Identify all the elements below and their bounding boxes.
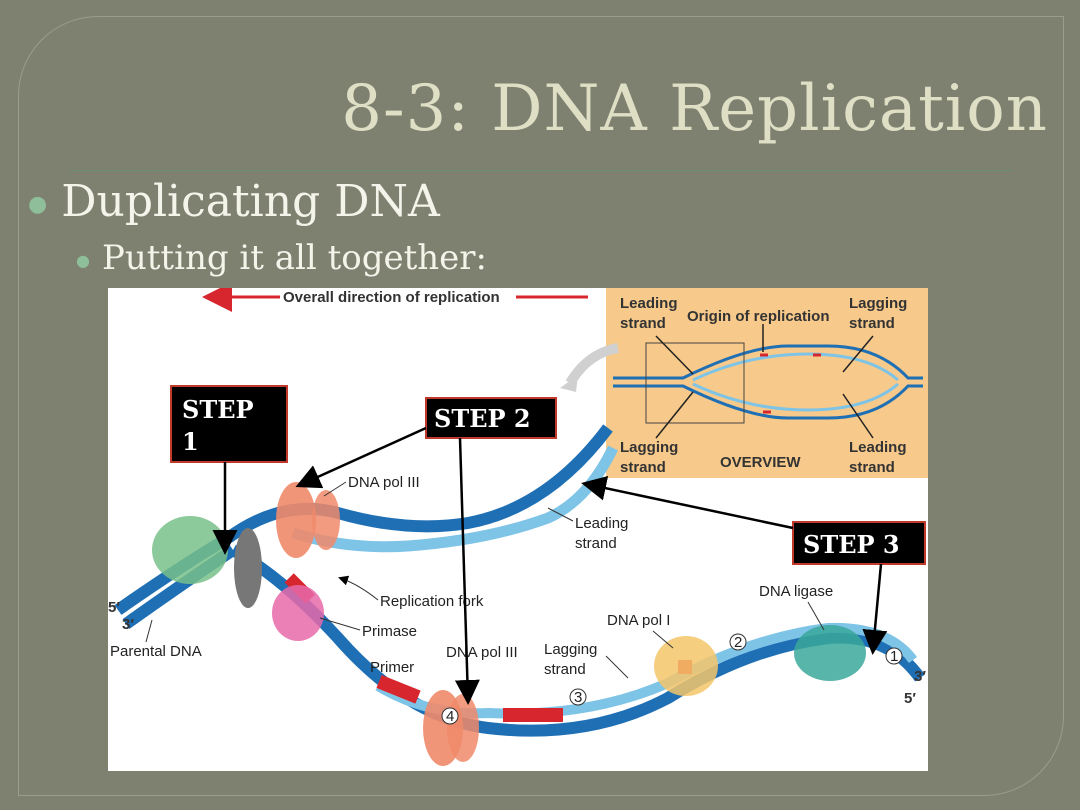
step-1-box	[170, 385, 288, 463]
label-5-prime-left: 5′	[108, 599, 120, 616]
overview-panel: Leading strand Origin of replication Lag…	[560, 288, 928, 478]
label-3-prime-right: 3′	[914, 668, 926, 685]
direction-label: Overall direction of replication	[283, 289, 500, 306]
label-lagging-strand-1: Lagging	[544, 641, 597, 658]
label-3-prime-left: 3′	[122, 616, 134, 633]
label-dna-pol-iii-bottom: DNA pol III	[446, 644, 518, 661]
ov-lagging-bottom-1: Lagging	[620, 439, 678, 456]
step-3-box	[792, 521, 926, 565]
title-divider	[70, 170, 1012, 171]
direction-arrow: Overall direction of replication	[202, 288, 588, 312]
bullet-1-text: Duplicating DNA	[61, 176, 440, 227]
step-1-line-2: 1	[182, 427, 199, 456]
label-parental-dna: Parental DNA	[110, 643, 202, 660]
marker-3: 3	[574, 689, 582, 706]
step-1-line-1: STEP	[182, 395, 254, 424]
replication-diagram: Overall direction of replication	[108, 288, 928, 771]
dna-pol-i-shape	[654, 636, 718, 696]
dna-pol-iii-top-shape	[276, 482, 316, 558]
dna-ligase-shape	[794, 625, 866, 681]
diagram-labels: DNA pol III Leading strand Replication f…	[108, 474, 926, 707]
bullet-level-1: ● Duplicating DNA	[28, 176, 440, 227]
label-dna-pol-i: DNA pol I	[607, 612, 670, 629]
ov-origin-label: Origin of replication	[687, 308, 830, 325]
helicase-shape	[152, 516, 228, 584]
bullet-2-text: Putting it all together:	[101, 238, 487, 278]
enzymes	[152, 482, 866, 766]
label-leading-strand-2: strand	[575, 535, 617, 552]
marker-4: 4	[446, 708, 454, 725]
slide-title: 8-3: DNA Replication	[341, 72, 1048, 146]
label-replication-fork: Replication fork	[380, 593, 484, 610]
step-2-box	[425, 397, 557, 439]
ov-lagging-top-1: Lagging	[849, 295, 907, 312]
ov-leading-bottom-1: Leading	[849, 439, 907, 456]
label-primase: Primase	[362, 623, 417, 640]
ov-overview-label: OVERVIEW	[720, 454, 801, 471]
order-markers: 1 2 3 4	[441, 633, 903, 725]
label-lagging-strand-2: strand	[544, 661, 586, 678]
ov-lagging-bottom-2: strand	[620, 459, 666, 476]
bullet-dot-icon: ●	[28, 192, 48, 217]
marker-1: 1	[890, 648, 898, 665]
step-2-label: STEP 2	[434, 404, 531, 433]
label-dna-ligase: DNA ligase	[759, 583, 833, 600]
slide-frame	[18, 16, 1064, 796]
label-dna-pol-iii-top: DNA pol III	[348, 474, 420, 491]
replication-diagram-svg: Overall direction of replication	[108, 288, 928, 766]
bullet-dot-icon: ●	[76, 250, 90, 270]
label-5-prime-right: 5′	[904, 690, 916, 707]
label-leading-strand-1: Leading	[575, 515, 628, 532]
ov-leading-bottom-2: strand	[849, 459, 895, 476]
ov-leading-top-2: strand	[620, 315, 666, 332]
step-3-label: STEP 3	[803, 530, 900, 559]
bullet-level-2: ● Putting it all together:	[76, 238, 487, 278]
ov-lagging-top-2: strand	[849, 315, 895, 332]
primase-shape	[272, 585, 324, 641]
label-primer: Primer	[370, 659, 414, 676]
step-annotations: STEP 1 STEP 2 STEP 3	[170, 385, 926, 705]
single-strand-binding-proteins	[234, 528, 262, 608]
ov-leading-top-1: Leading	[620, 295, 678, 312]
marker-2: 2	[734, 634, 742, 651]
